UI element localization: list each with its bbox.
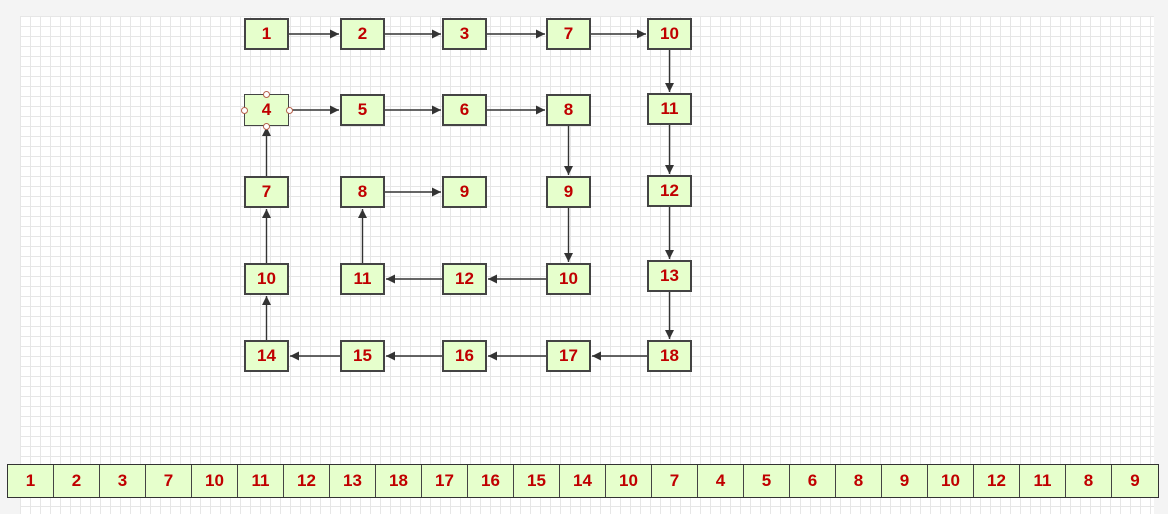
node-15[interactable]: 15 (340, 340, 385, 372)
array-cell[interactable]: 12 (974, 465, 1020, 497)
node-7b[interactable]: 7 (244, 176, 289, 208)
resize-handle-bottom[interactable] (263, 122, 270, 130)
array-cell[interactable]: 7 (652, 465, 698, 497)
array-cell[interactable]: 13 (330, 465, 376, 497)
node-16[interactable]: 16 (442, 340, 487, 372)
array-cell[interactable]: 5 (744, 465, 790, 497)
array-cell[interactable]: 17 (422, 465, 468, 497)
node-8a[interactable]: 8 (546, 94, 591, 126)
resize-handle-left[interactable] (240, 106, 248, 114)
array-cell[interactable]: 2 (54, 465, 100, 497)
node-7a[interactable]: 7 (546, 18, 591, 50)
array-cell[interactable]: 3 (100, 465, 146, 497)
array-cell[interactable]: 9 (1112, 465, 1158, 497)
node-3[interactable]: 3 (442, 18, 487, 50)
resize-handle-right[interactable] (285, 106, 293, 114)
node-2[interactable]: 2 (340, 18, 385, 50)
array-cell[interactable]: 16 (468, 465, 514, 497)
array-cell[interactable]: 7 (146, 465, 192, 497)
node-9b[interactable]: 9 (442, 176, 487, 208)
node-5[interactable]: 5 (340, 94, 385, 126)
node-10a[interactable]: 10 (647, 18, 692, 50)
array-cell[interactable]: 11 (1020, 465, 1066, 497)
node-11a[interactable]: 11 (647, 93, 692, 125)
array-cell[interactable]: 10 (606, 465, 652, 497)
array-cell[interactable]: 4 (698, 465, 744, 497)
array-cell[interactable]: 10 (192, 465, 238, 497)
node-11b[interactable]: 11 (340, 263, 385, 295)
array-cell[interactable]: 11 (238, 465, 284, 497)
node-12a[interactable]: 12 (647, 175, 692, 207)
node-10c[interactable]: 10 (546, 263, 591, 295)
array-cell[interactable]: 12 (284, 465, 330, 497)
array-cell[interactable]: 6 (790, 465, 836, 497)
array-cell[interactable]: 9 (882, 465, 928, 497)
node-13[interactable]: 13 (647, 260, 692, 292)
node-4[interactable]: 4 (244, 94, 289, 126)
array-cell[interactable]: 8 (1066, 465, 1112, 497)
array-cell[interactable]: 15 (514, 465, 560, 497)
node-10b[interactable]: 10 (244, 263, 289, 295)
array-cell[interactable]: 14 (560, 465, 606, 497)
node-14[interactable]: 14 (244, 340, 289, 372)
node-6[interactable]: 6 (442, 94, 487, 126)
node-18[interactable]: 18 (647, 340, 692, 372)
array-cell[interactable]: 1 (8, 465, 54, 497)
node-9a[interactable]: 9 (546, 176, 591, 208)
array-cell[interactable]: 8 (836, 465, 882, 497)
node-12b[interactable]: 12 (442, 263, 487, 295)
array-cell[interactable]: 10 (928, 465, 974, 497)
resize-handle-top[interactable] (263, 90, 270, 98)
node-1[interactable]: 1 (244, 18, 289, 50)
node-8b[interactable]: 8 (340, 176, 385, 208)
node-17[interactable]: 17 (546, 340, 591, 372)
array-cell[interactable]: 18 (376, 465, 422, 497)
